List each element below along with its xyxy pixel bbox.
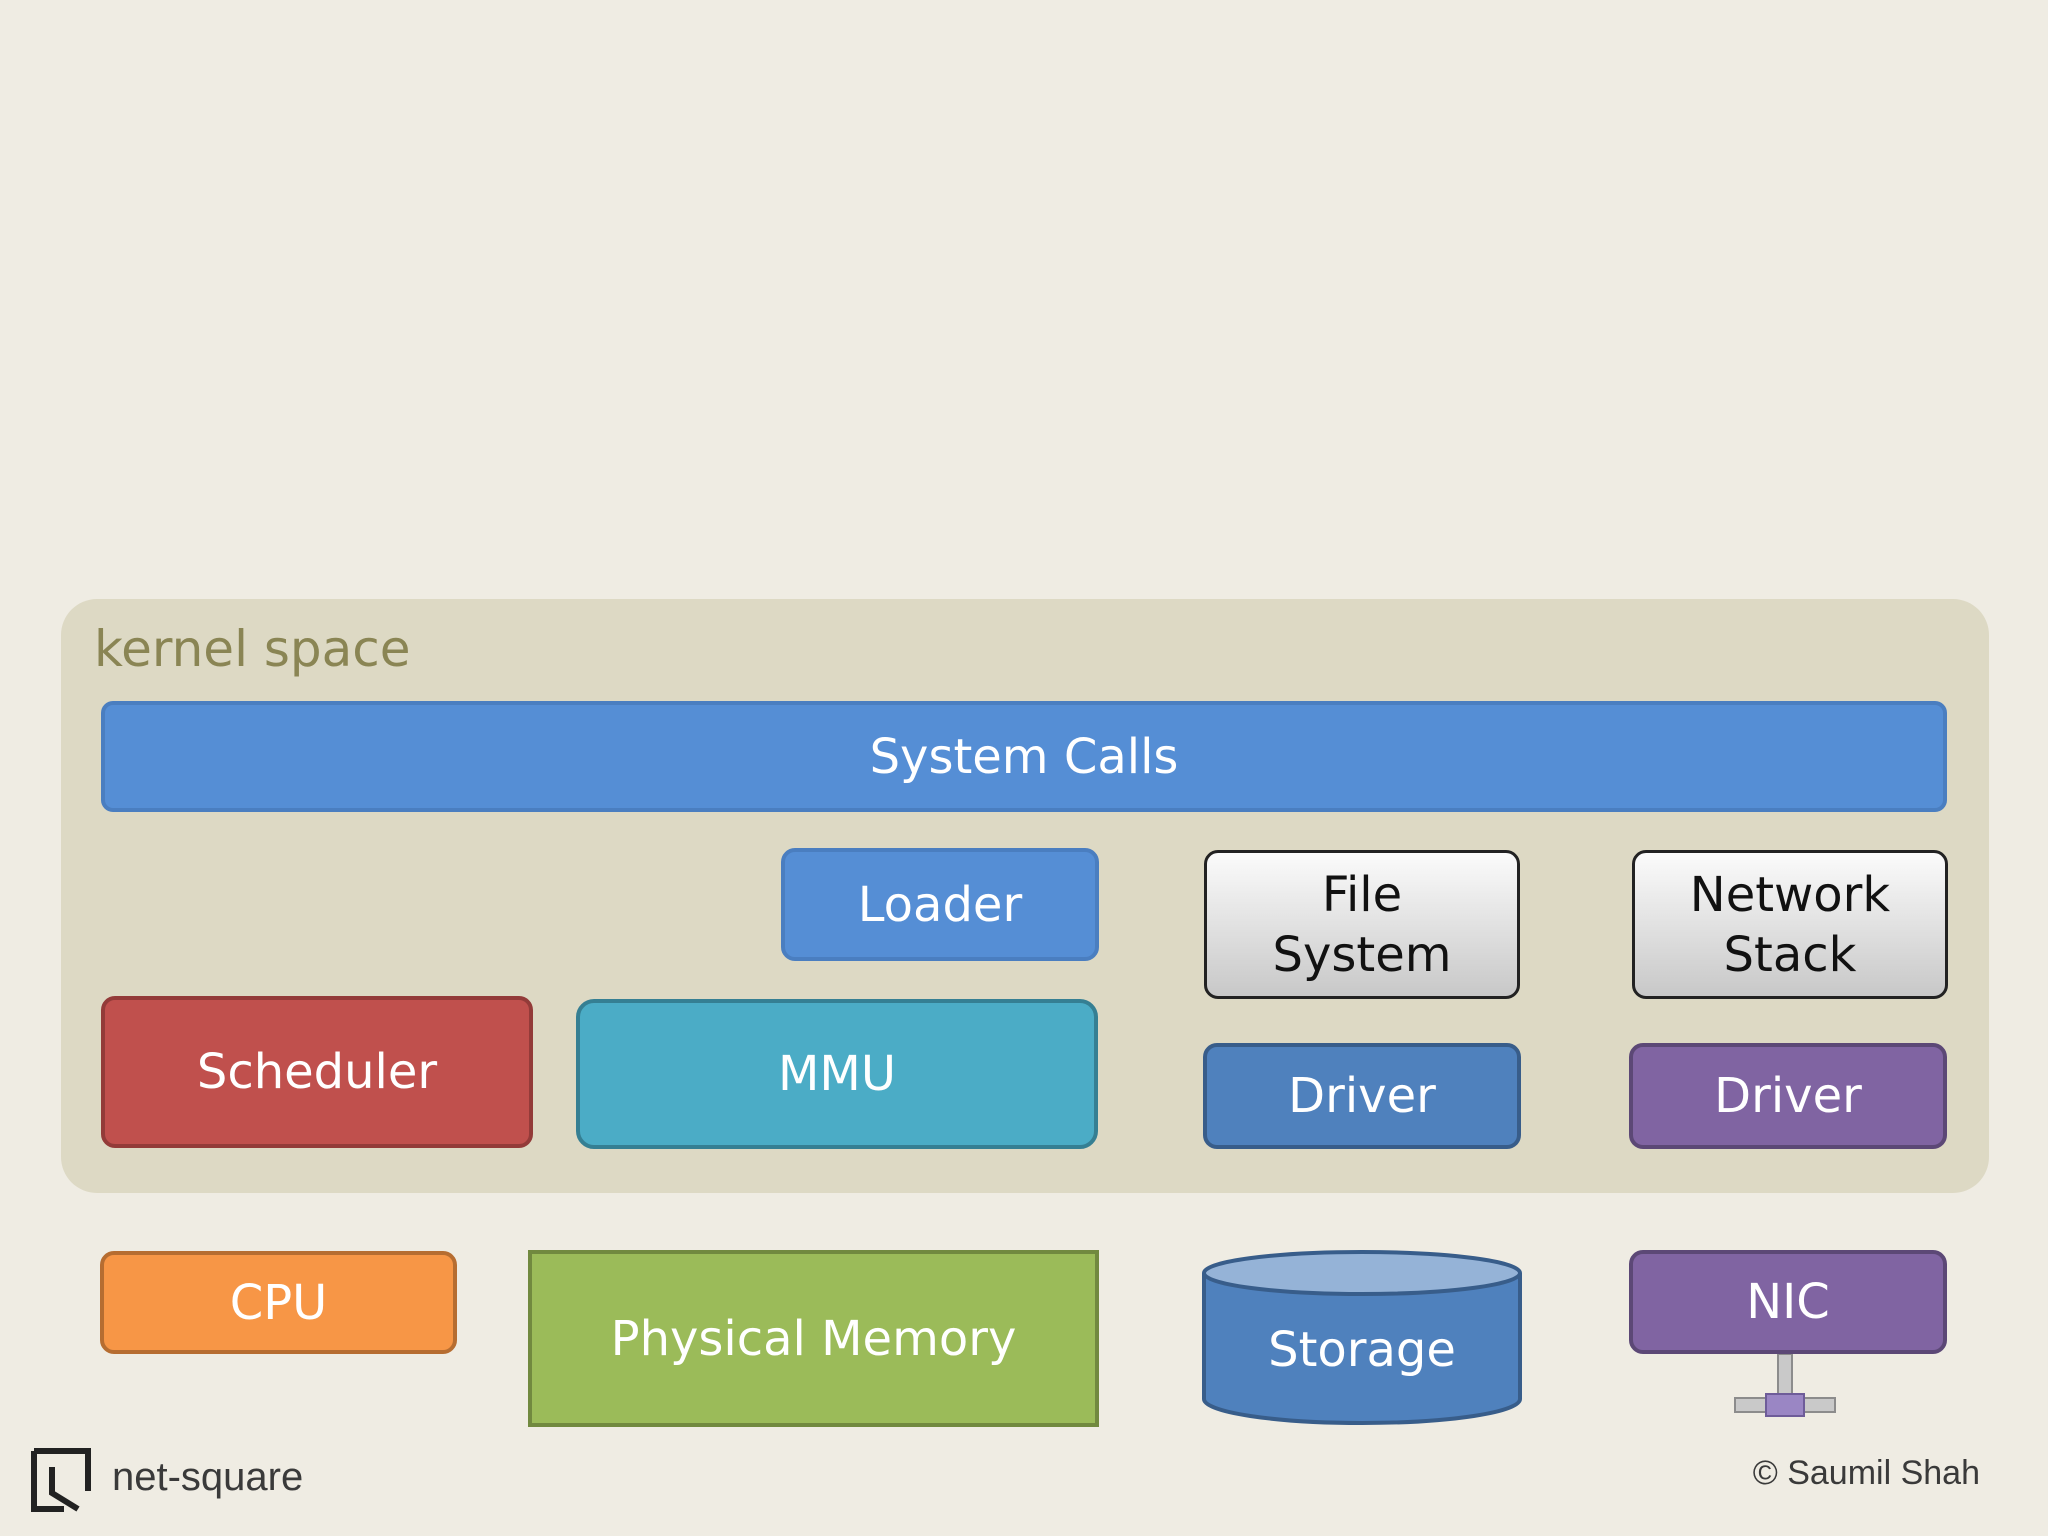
storage-cylinder (1202, 1250, 1522, 1425)
network-stack-box: Network Stack (1632, 850, 1948, 999)
network-stack-label: Network Stack (1689, 866, 1891, 983)
scheduler-box: Scheduler (101, 996, 533, 1148)
physical-memory-box: Physical Memory (528, 1250, 1099, 1427)
nic-box: NIC (1629, 1250, 1947, 1354)
file-system-label: File System (1272, 866, 1452, 983)
nic-driver-box: Driver (1629, 1043, 1947, 1149)
network-port-icon (1734, 1354, 1836, 1417)
kernel-space-label: kernel space (94, 620, 411, 678)
mmu-box: MMU (576, 999, 1098, 1149)
net-square-logo-icon (31, 1448, 91, 1512)
copyright-text: © Saumil Shah (1752, 1454, 1980, 1492)
brand-name: net-square (112, 1455, 304, 1499)
storage-driver-box: Driver (1203, 1043, 1521, 1149)
file-system-box: File System (1204, 850, 1520, 999)
system-calls-box: System Calls (101, 701, 1947, 812)
storage-label: Storage (1268, 1322, 1456, 1378)
cpu-box: CPU (100, 1251, 457, 1354)
loader-box: Loader (781, 848, 1099, 961)
